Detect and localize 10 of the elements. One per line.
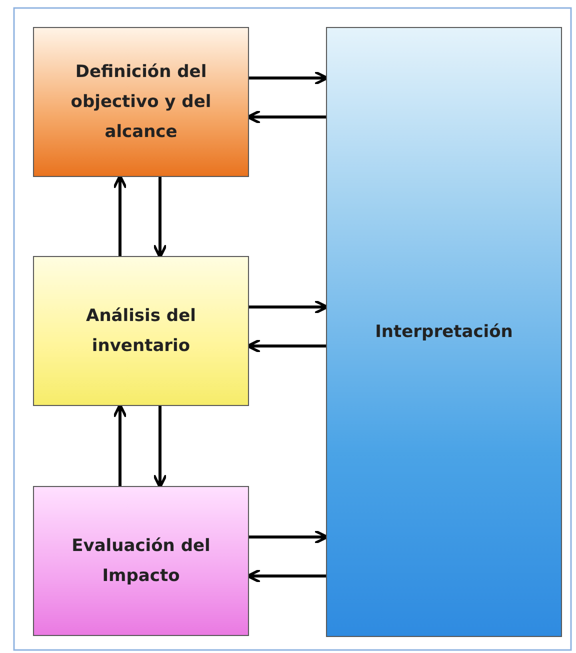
arrow: [152, 406, 168, 489]
box-label: Evaluación del Impacto: [70, 535, 212, 588]
stage-box: [33, 27, 249, 177]
stage-box: [33, 256, 249, 406]
arrow: [152, 177, 168, 259]
box-label: Análisis del inventario: [85, 305, 197, 358]
stage-box: [33, 486, 249, 636]
interpretation-panel: [326, 27, 562, 637]
box-label: Definición del objectivo y del alcance: [70, 61, 212, 144]
box-label: Interpretación: [375, 321, 513, 344]
